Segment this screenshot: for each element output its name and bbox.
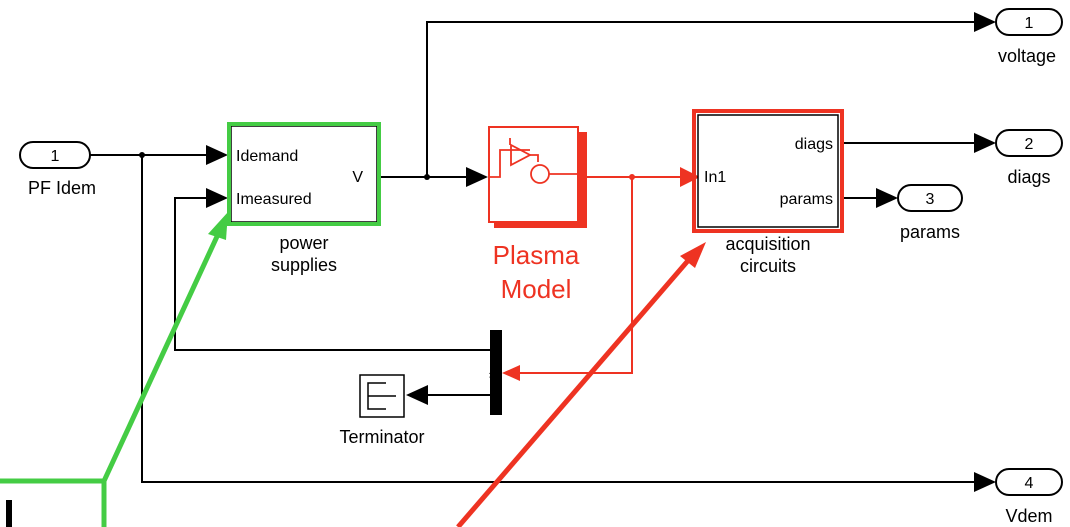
block-name-line1: acquisition — [725, 234, 810, 254]
port-label-diags: diags — [795, 136, 833, 153]
acquisition-circuits-block[interactable]: In1 diags params acquisition circuits — [692, 109, 844, 276]
outport-label: voltage — [998, 46, 1056, 66]
green-highlight-box — [227, 122, 381, 226]
green-callout — [0, 212, 228, 527]
red-callout — [456, 242, 706, 527]
partial-text-glyph — [6, 500, 12, 527]
outport-label: Vdem — [1005, 506, 1052, 526]
block-name-line2: supplies — [271, 255, 337, 275]
block-name-line2: circuits — [740, 256, 796, 276]
black-signal-lines — [90, 12, 996, 492]
outport-vdem[interactable]: 4 Vdem — [995, 468, 1063, 526]
port-label-imeasured: Imeasured — [236, 191, 312, 208]
port-label-params: params — [780, 191, 833, 208]
terminator-icon — [367, 382, 396, 410]
outport-label: params — [900, 222, 960, 242]
plasma-model-icon — [489, 138, 578, 184]
demux-block[interactable]: × — [485, 330, 502, 415]
block-name-line2: Model — [501, 274, 572, 304]
outport-diags[interactable]: 2 diags — [995, 129, 1063, 187]
svg-text:×: × — [485, 372, 497, 378]
outport-params[interactable]: 3 params — [897, 184, 963, 242]
inport-label: PF Idem — [28, 178, 96, 198]
port-label-idemand: Idemand — [236, 148, 298, 165]
terminator-label: Terminator — [339, 427, 424, 447]
outport-voltage[interactable]: 1 voltage — [995, 8, 1063, 66]
outport-number: 1 — [1025, 15, 1034, 32]
outport-label: diags — [1007, 167, 1050, 187]
power-supplies-block[interactable]: Idemand Imeasured V power supplies — [227, 122, 381, 275]
plasma-model-block[interactable]: Plasma Model — [488, 126, 587, 304]
inport-pf-idem[interactable]: 1 PF Idem — [19, 141, 96, 198]
port-label-v: V — [352, 169, 363, 186]
outport-number: 3 — [926, 191, 935, 208]
block-name-line1: Plasma — [493, 240, 580, 270]
block-name-line1: power — [279, 233, 328, 253]
outport-number: 4 — [1025, 475, 1034, 492]
inport-number: 1 — [51, 148, 60, 165]
red-signal-lines — [502, 167, 700, 381]
terminator-block[interactable]: Terminator — [339, 374, 425, 447]
red-highlight-box — [692, 109, 844, 233]
outport-number: 2 — [1025, 136, 1034, 153]
port-label-in1: In1 — [704, 169, 726, 186]
